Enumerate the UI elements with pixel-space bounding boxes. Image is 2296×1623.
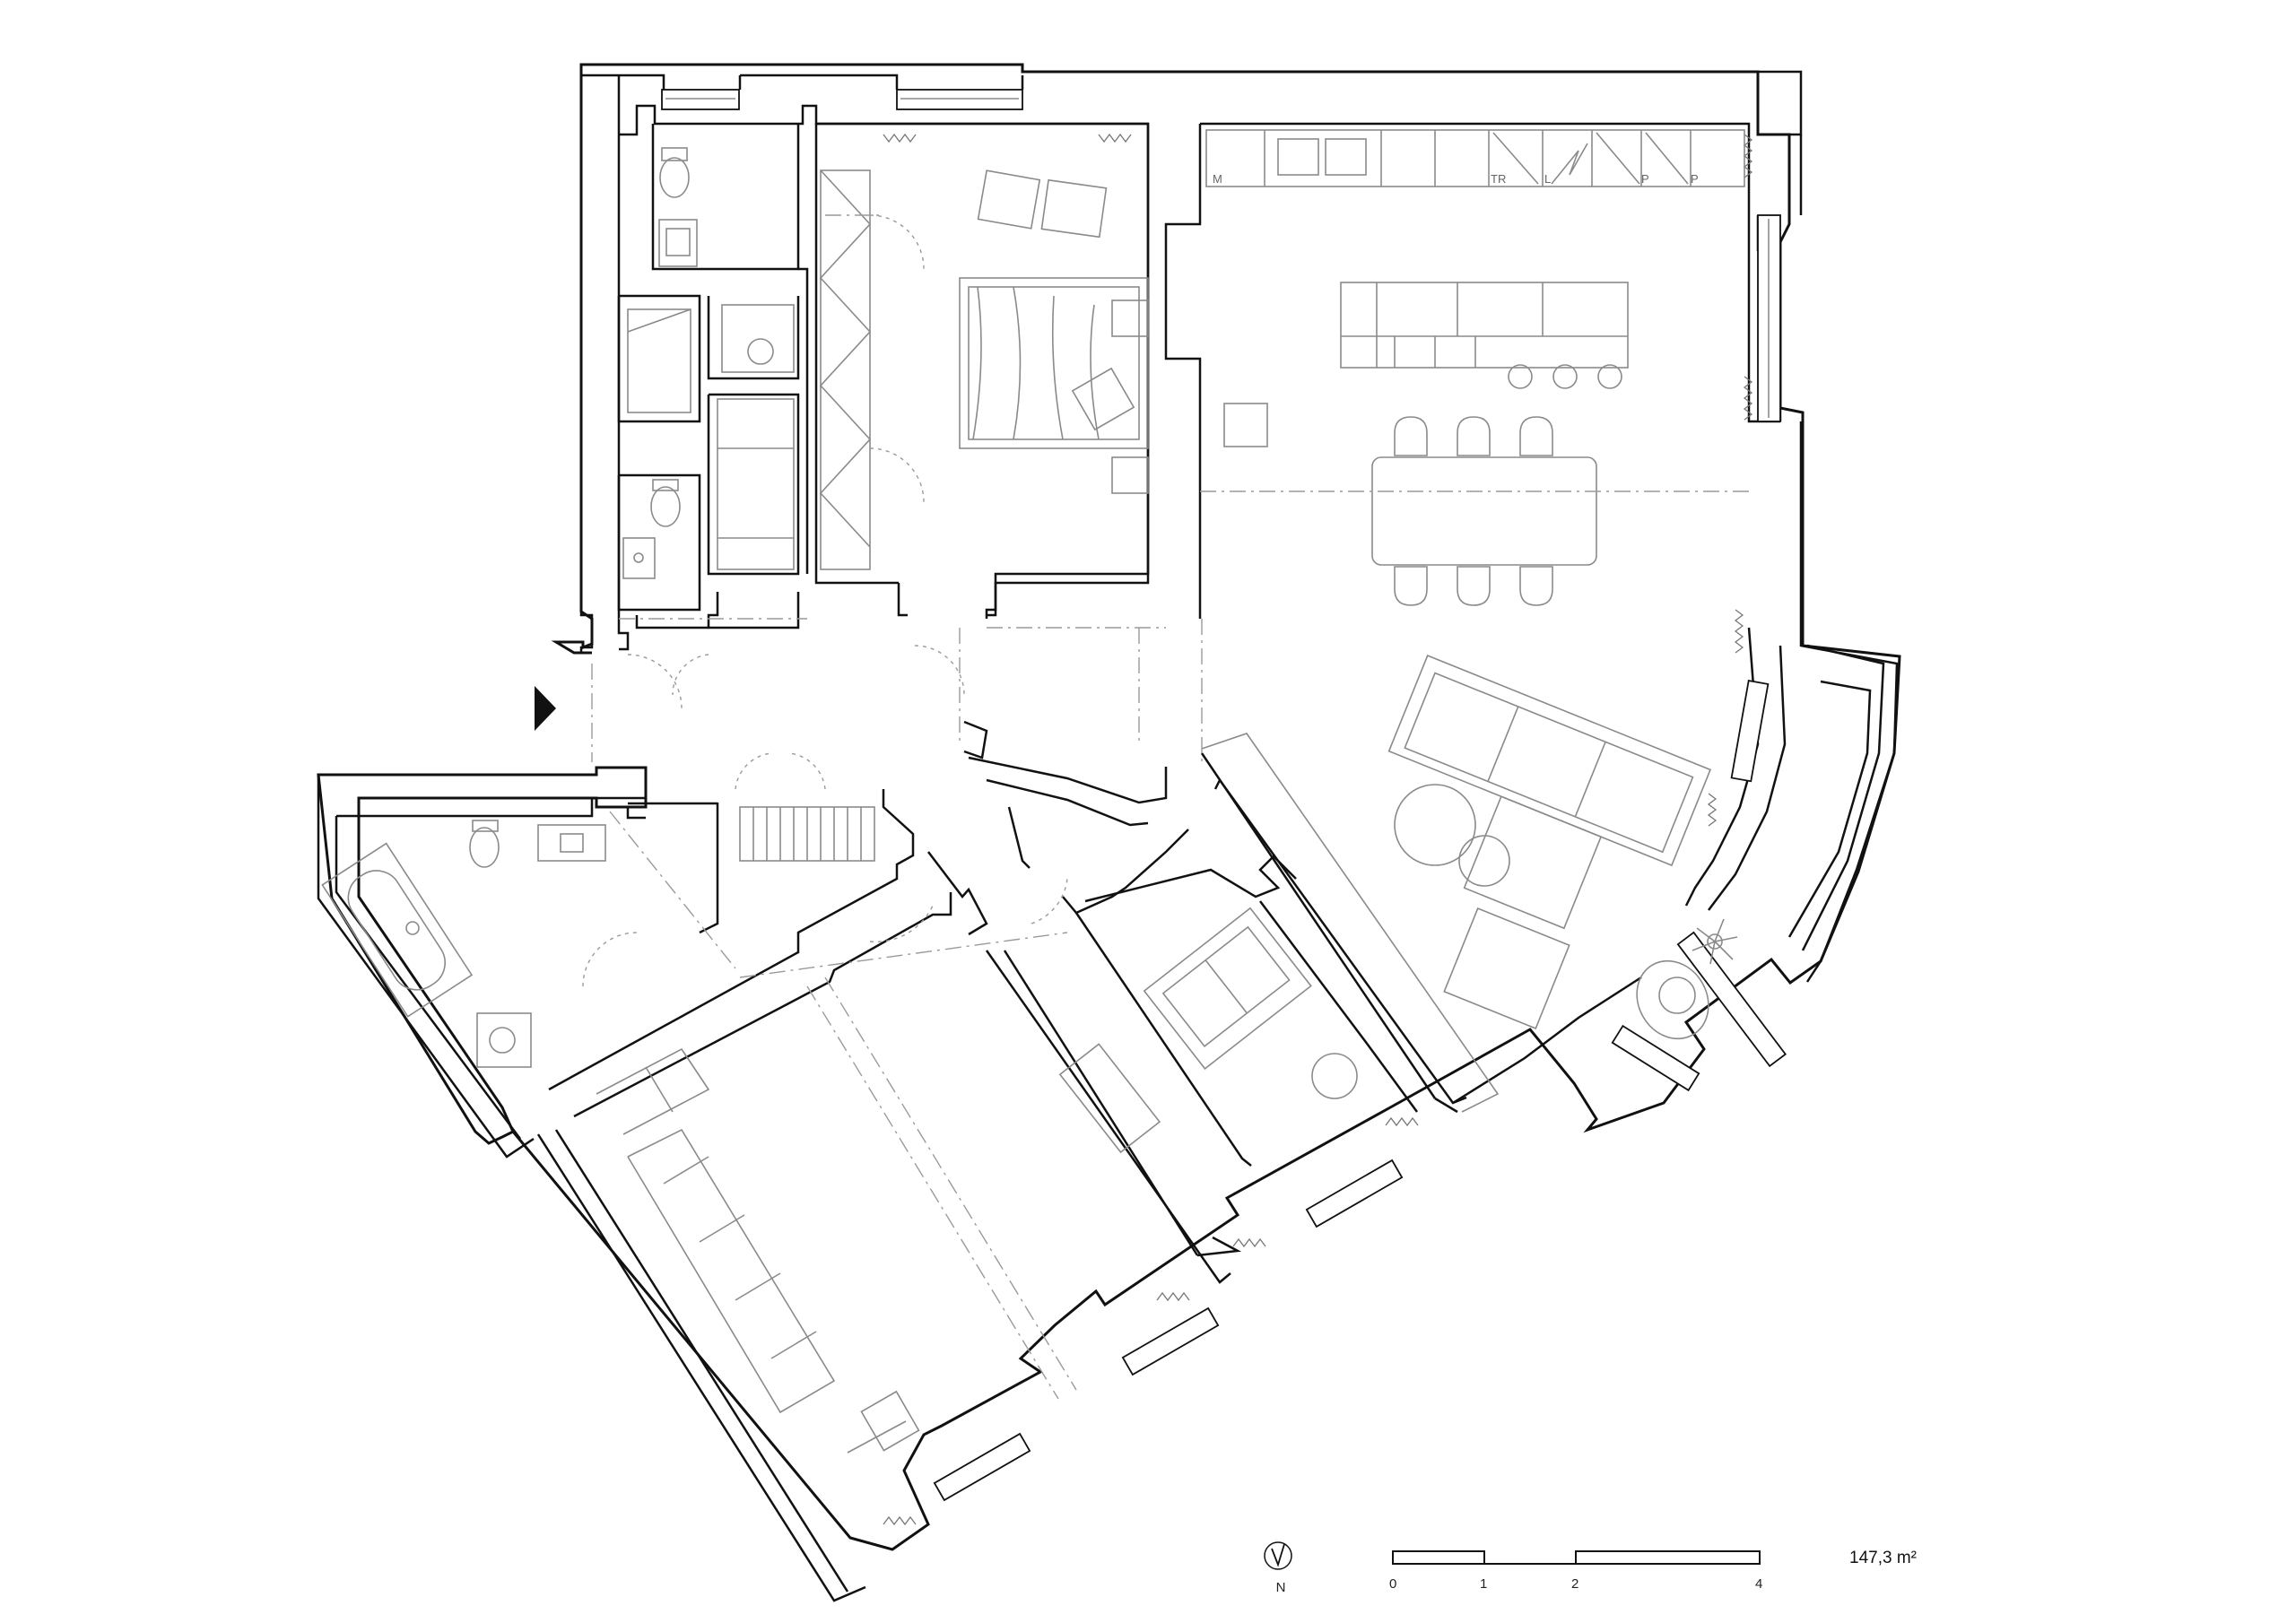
window-bedroom-north bbox=[896, 89, 1023, 110]
side-table-study bbox=[1311, 1053, 1358, 1099]
scale-bar: 0 1 2 4 bbox=[1389, 1550, 1762, 1592]
north-arrow: N bbox=[1264, 1541, 1292, 1595]
scale-tick-4: 4 bbox=[1755, 1576, 1762, 1592]
kitchen-label-p2: P bbox=[1691, 172, 1699, 186]
dining-chair-4 bbox=[1394, 566, 1428, 606]
window-bay bbox=[1676, 931, 1787, 1068]
kitchen-label-p1: P bbox=[1641, 172, 1649, 186]
side-cabinet bbox=[1223, 403, 1268, 447]
stool-3 bbox=[1597, 364, 1622, 389]
curtains bbox=[883, 133, 1753, 1526]
tv-bench bbox=[1201, 733, 1500, 1113]
nightstand-1 bbox=[1111, 299, 1149, 337]
kitchen-sink-2 bbox=[1325, 138, 1367, 176]
sink-2 bbox=[622, 537, 656, 579]
window-wc-north bbox=[661, 89, 740, 110]
window-bedroom-sw bbox=[933, 1432, 1031, 1502]
kitchen-counter bbox=[1205, 129, 1745, 187]
stairs bbox=[739, 806, 875, 862]
wardrobe-sw bbox=[627, 1128, 836, 1414]
stool-2 bbox=[1552, 364, 1578, 389]
plant bbox=[1692, 918, 1738, 965]
window-bedroom-se bbox=[1305, 1159, 1404, 1228]
bathtub bbox=[321, 842, 474, 1018]
wall-lines bbox=[317, 70, 1899, 1602]
dining-chair-6 bbox=[1519, 566, 1553, 606]
dining-chair-1 bbox=[1394, 416, 1428, 456]
doors-and-axes bbox=[582, 214, 1749, 1400]
toilet-3 bbox=[469, 827, 500, 868]
shower bbox=[627, 308, 691, 413]
sink-1 bbox=[658, 219, 698, 267]
sofa-study bbox=[1143, 907, 1312, 1070]
bed bbox=[959, 277, 1149, 449]
armchair-1 bbox=[977, 169, 1041, 230]
dining-chair-3 bbox=[1519, 416, 1553, 456]
dining-chair-5 bbox=[1457, 566, 1491, 606]
armchair-2 bbox=[1040, 178, 1108, 239]
dining-table bbox=[1371, 456, 1597, 566]
desk-study bbox=[1058, 1043, 1161, 1154]
nightstand-2 bbox=[1111, 456, 1149, 494]
walls bbox=[317, 63, 1901, 1551]
kitchen-island bbox=[1340, 282, 1629, 369]
kitchen-label-tr: TR bbox=[1491, 172, 1506, 186]
windows bbox=[661, 89, 1787, 1502]
wardrobe bbox=[820, 169, 871, 570]
washing-machine bbox=[476, 1012, 532, 1068]
scale-tick-1: 1 bbox=[1480, 1576, 1487, 1592]
toilet-2 bbox=[650, 486, 681, 527]
coffee-table-1 bbox=[1394, 784, 1476, 866]
coffee-table-2 bbox=[1458, 835, 1510, 887]
entry-arrow bbox=[535, 686, 556, 731]
sofa-living bbox=[1387, 655, 1712, 930]
shelf-sw bbox=[596, 1047, 710, 1135]
dining-chair-2 bbox=[1457, 416, 1491, 456]
toilet-1 bbox=[659, 157, 690, 198]
window-living-east-2 bbox=[1730, 680, 1770, 783]
kitchen-label-m: M bbox=[1213, 172, 1222, 186]
north-label: N bbox=[1276, 1580, 1286, 1595]
window-bay-2 bbox=[1611, 1024, 1700, 1092]
washbasin-round bbox=[747, 338, 774, 365]
stool-1 bbox=[1508, 364, 1533, 389]
scale-tick-0: 0 bbox=[1389, 1576, 1396, 1592]
ottoman bbox=[1443, 907, 1570, 1030]
bay-armchair bbox=[1636, 959, 1709, 1040]
furniture: M TR L P P bbox=[321, 129, 1745, 1454]
kitchen-label-l: L bbox=[1544, 172, 1551, 186]
desk-chair-sw bbox=[860, 1390, 920, 1452]
window-bedroom-s bbox=[1121, 1306, 1220, 1376]
kitchen-sink-1 bbox=[1277, 138, 1319, 176]
floor-area: 147,3 m² bbox=[1849, 1549, 1917, 1567]
bathroom-vanity bbox=[537, 824, 606, 862]
scale-tick-2: 2 bbox=[1571, 1576, 1578, 1592]
